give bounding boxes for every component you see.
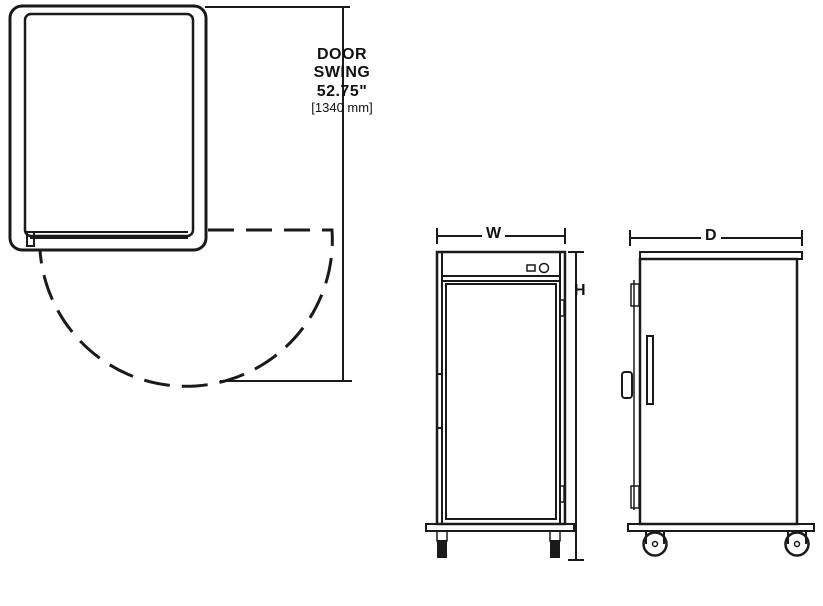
door-swing-label: DOOR SWING 52.75" [1340 mm]	[282, 46, 402, 116]
door-swing-arc	[38, 228, 334, 388]
front-view	[425, 228, 584, 561]
depth-label: D	[701, 227, 721, 246]
side-view-latch	[621, 371, 633, 399]
top-view-hinge	[26, 231, 35, 247]
top-view-body-outer	[8, 4, 208, 252]
front-view-thermostat-knob	[538, 262, 550, 274]
door-swing-imperial: 52.75"	[316, 82, 368, 100]
side-view	[621, 230, 815, 557]
side-view-hinge-top	[630, 283, 640, 307]
front-view-hinge-top	[559, 299, 565, 317]
side-view-hinge-bottom	[630, 485, 640, 509]
front-view-hinge-bottom	[559, 485, 565, 503]
door-swing-line1: DOOR	[317, 46, 367, 63]
top-view-body-inner	[23, 12, 195, 238]
front-view-frame	[435, 250, 567, 526]
front-view-caster-left	[436, 530, 448, 542]
door-swing-metric: [1340 mm]	[311, 100, 373, 116]
side-view-handle	[646, 335, 654, 405]
width-label: W	[482, 225, 506, 244]
front-view-door	[445, 283, 557, 520]
front-view-caster-right	[549, 530, 561, 542]
door-swing-line2: SWING	[313, 64, 371, 82]
height-label: H	[574, 282, 586, 299]
side-view-base	[627, 523, 815, 532]
front-view-switch	[526, 264, 536, 272]
side-view-body	[638, 257, 799, 526]
front-view-handle	[436, 373, 443, 429]
front-view-base	[425, 523, 575, 532]
top-view	[8, 4, 352, 388]
